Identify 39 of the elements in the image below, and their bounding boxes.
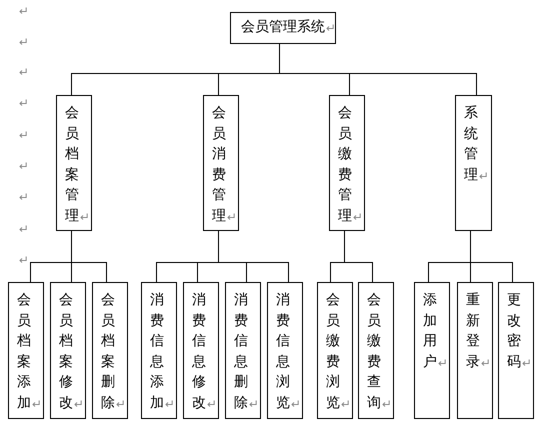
function-name: 消费信息浏览 — [276, 291, 290, 413]
function-box — [457, 282, 493, 419]
module-name: 会员消费管理 — [212, 104, 226, 226]
function-name: 会员档案修改 — [59, 291, 73, 413]
function-box — [414, 282, 450, 419]
module-name: 会员缴费管理 — [338, 104, 352, 226]
function-box — [92, 282, 128, 419]
function-name: 消费信息修改 — [192, 291, 206, 413]
function-box — [358, 282, 394, 419]
module-box — [56, 95, 92, 231]
function-box — [141, 282, 177, 419]
function-box — [225, 282, 261, 419]
function-box — [183, 282, 219, 419]
function-name: 会员档案删除 — [101, 291, 115, 413]
function-name: 会员档案添加 — [17, 291, 31, 413]
system-name: 会员管理系统 — [241, 19, 325, 35]
system-box — [230, 12, 336, 44]
function-box — [498, 282, 534, 419]
connector-line — [470, 230, 513, 282]
function-box — [267, 282, 303, 419]
connector-line — [279, 44, 477, 96]
connector-line — [71, 230, 107, 282]
connector-line — [218, 230, 289, 282]
module-box — [329, 95, 365, 231]
function-name: 重新登录 — [466, 291, 480, 372]
function-name: 消费信息删除 — [234, 291, 248, 413]
function-box — [8, 282, 44, 419]
module-name: 系统管理 — [464, 104, 478, 185]
function-box — [50, 282, 86, 419]
function-name: 添加用户 — [423, 291, 437, 372]
function-name: 消费信息添加 — [150, 291, 164, 413]
module-box — [455, 95, 492, 231]
module-box — [203, 95, 239, 231]
function-name: 更改密码 — [507, 291, 521, 372]
function-name: 会员缴费查询 — [367, 291, 381, 413]
connector-line — [344, 230, 373, 282]
function-box — [317, 282, 353, 419]
module-name: 会员档案管理 — [65, 104, 79, 226]
function-name: 会员缴费浏览 — [326, 291, 340, 413]
